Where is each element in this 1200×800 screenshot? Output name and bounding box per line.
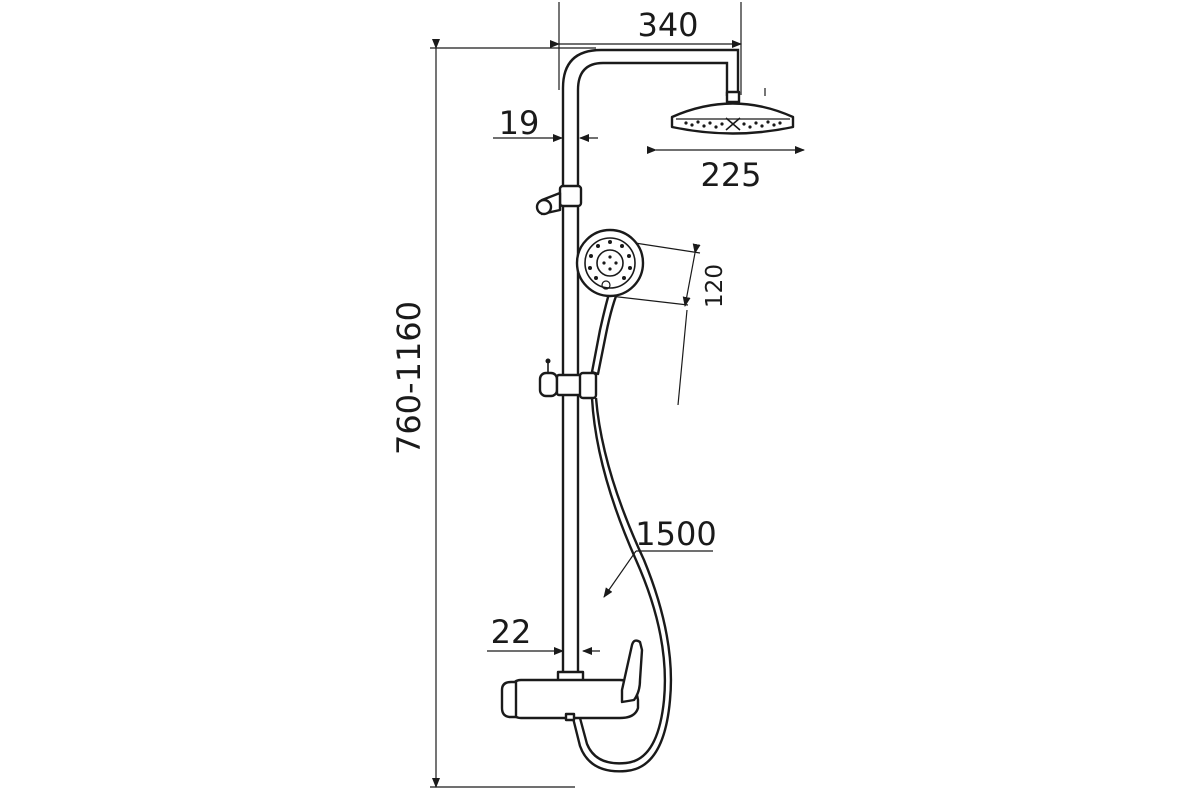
dimension-340: 340: [550, 2, 742, 95]
nozzle-pattern: [684, 117, 782, 131]
height-range-label: 760-1160: [390, 301, 428, 455]
dimension-22: 22: [487, 613, 600, 655]
nozzle-ring: [588, 240, 632, 280]
hose: [571, 397, 673, 773]
head-diameter-label: 225: [700, 156, 761, 194]
rain-shower-head: [670, 88, 795, 135]
riser-pipe: [561, 48, 740, 690]
mixer-valve: [500, 639, 644, 722]
hose-length-label: 1500: [635, 515, 716, 553]
slider: [538, 358, 598, 400]
rail-diameter-label: 19: [499, 104, 540, 142]
dimension-19: 19: [493, 104, 598, 142]
dimension-1500: 1500: [603, 515, 717, 598]
arm-length-label: 340: [637, 6, 698, 44]
hand-shower-diameter-label: 120: [702, 264, 728, 308]
hand-shower: [575, 228, 645, 376]
dimension-225: 225: [647, 146, 805, 194]
dimension-height: 760-1160: [390, 39, 596, 788]
upper-holder: [535, 184, 583, 216]
riser-diameter-label: 22: [491, 613, 532, 651]
